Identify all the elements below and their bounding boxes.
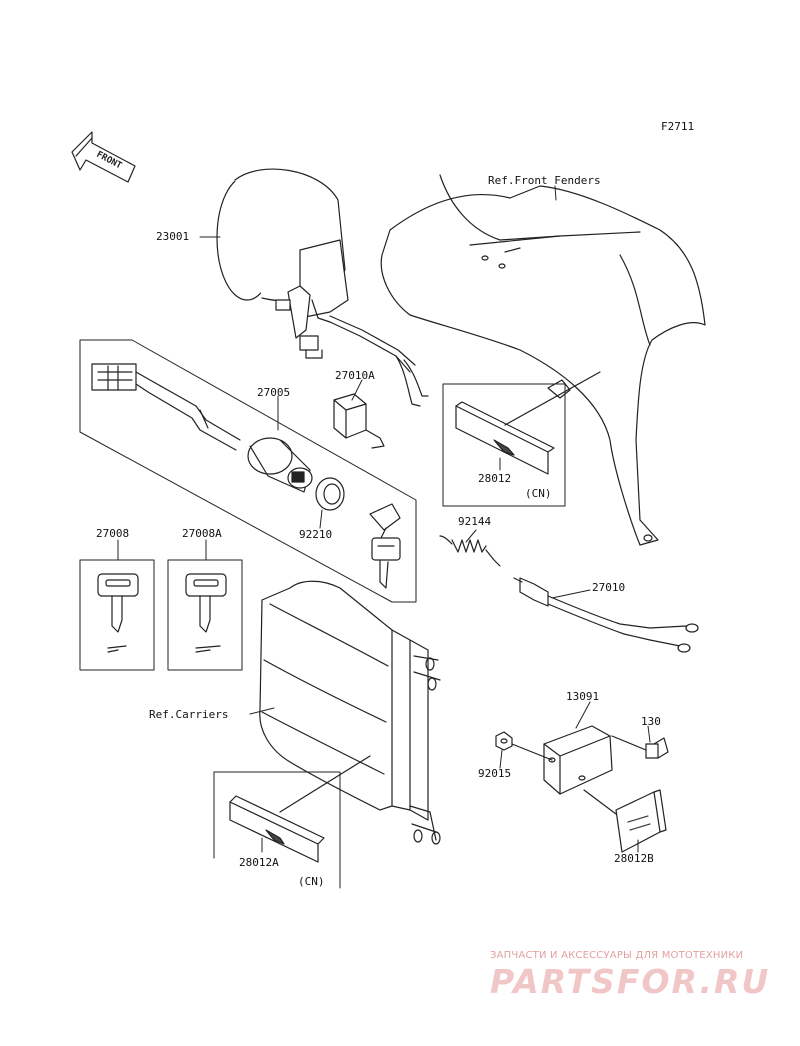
ignition-switch-27005 bbox=[92, 364, 312, 492]
label-plate-28012 bbox=[456, 402, 554, 474]
nut-92015 bbox=[496, 732, 552, 760]
part-label-28012B: 28012B bbox=[614, 852, 654, 865]
leader-lines bbox=[118, 186, 650, 852]
spring-92144 bbox=[440, 536, 500, 566]
front-direction-arrow-icon: FRONT bbox=[72, 132, 135, 182]
key-27008A bbox=[186, 574, 226, 652]
part-label-27010A: 27010A bbox=[335, 369, 375, 382]
switch-27010A bbox=[334, 394, 384, 448]
keys-set bbox=[370, 504, 400, 588]
part-label-28012-cn: (CN) bbox=[525, 487, 552, 500]
part-label-28012A-cn: (CN) bbox=[298, 875, 325, 888]
label-plate-28012B bbox=[584, 790, 666, 852]
watermark-brand: PARTSFOR.RU bbox=[490, 962, 771, 1001]
part-label-27008A: 27008A bbox=[182, 527, 222, 540]
carrier bbox=[260, 581, 440, 844]
part-label-27005: 27005 bbox=[257, 386, 291, 399]
figure-code: F2711 bbox=[661, 120, 695, 133]
front-fender bbox=[381, 175, 705, 545]
box-28012A bbox=[214, 772, 340, 888]
watermark-caption: ЗАПЧАСТИ И АКСЕССУАРЫ ДЛЯ МОТОТЕХНИКИ bbox=[490, 950, 744, 961]
part-label-28012A: 28012A bbox=[239, 856, 279, 869]
part-label-92015: 92015 bbox=[478, 767, 512, 780]
part-label-28012: 28012 bbox=[478, 472, 512, 485]
leader-28012A-to-carrier bbox=[280, 756, 370, 812]
switch-27010 bbox=[514, 578, 698, 652]
box-27008 bbox=[80, 560, 154, 670]
part-label-130: 130 bbox=[641, 715, 661, 728]
ref-carriers: Ref.Carriers bbox=[149, 708, 229, 721]
part-label-27010: 27010 bbox=[592, 581, 626, 594]
box-28012 bbox=[443, 384, 565, 506]
headlight-23001 bbox=[217, 169, 428, 406]
part-label-92144: 92144 bbox=[458, 515, 492, 528]
nut-92210 bbox=[316, 478, 344, 510]
bolt-130 bbox=[612, 736, 668, 758]
part-label-27008: 27008 bbox=[96, 527, 130, 540]
part-label-13091: 13091 bbox=[566, 690, 600, 703]
box-27008A bbox=[168, 560, 242, 670]
group-box-27005 bbox=[80, 340, 416, 602]
ref-front-fenders: Ref.Front Fenders bbox=[488, 174, 601, 187]
part-label-92210: 92210 bbox=[299, 528, 333, 541]
bracket-13091 bbox=[544, 726, 612, 794]
leader-28012-to-fender bbox=[505, 372, 600, 425]
label-plate-28012A bbox=[230, 796, 324, 862]
part-label-23001: 23001 bbox=[156, 230, 190, 243]
key-27008 bbox=[98, 574, 138, 652]
